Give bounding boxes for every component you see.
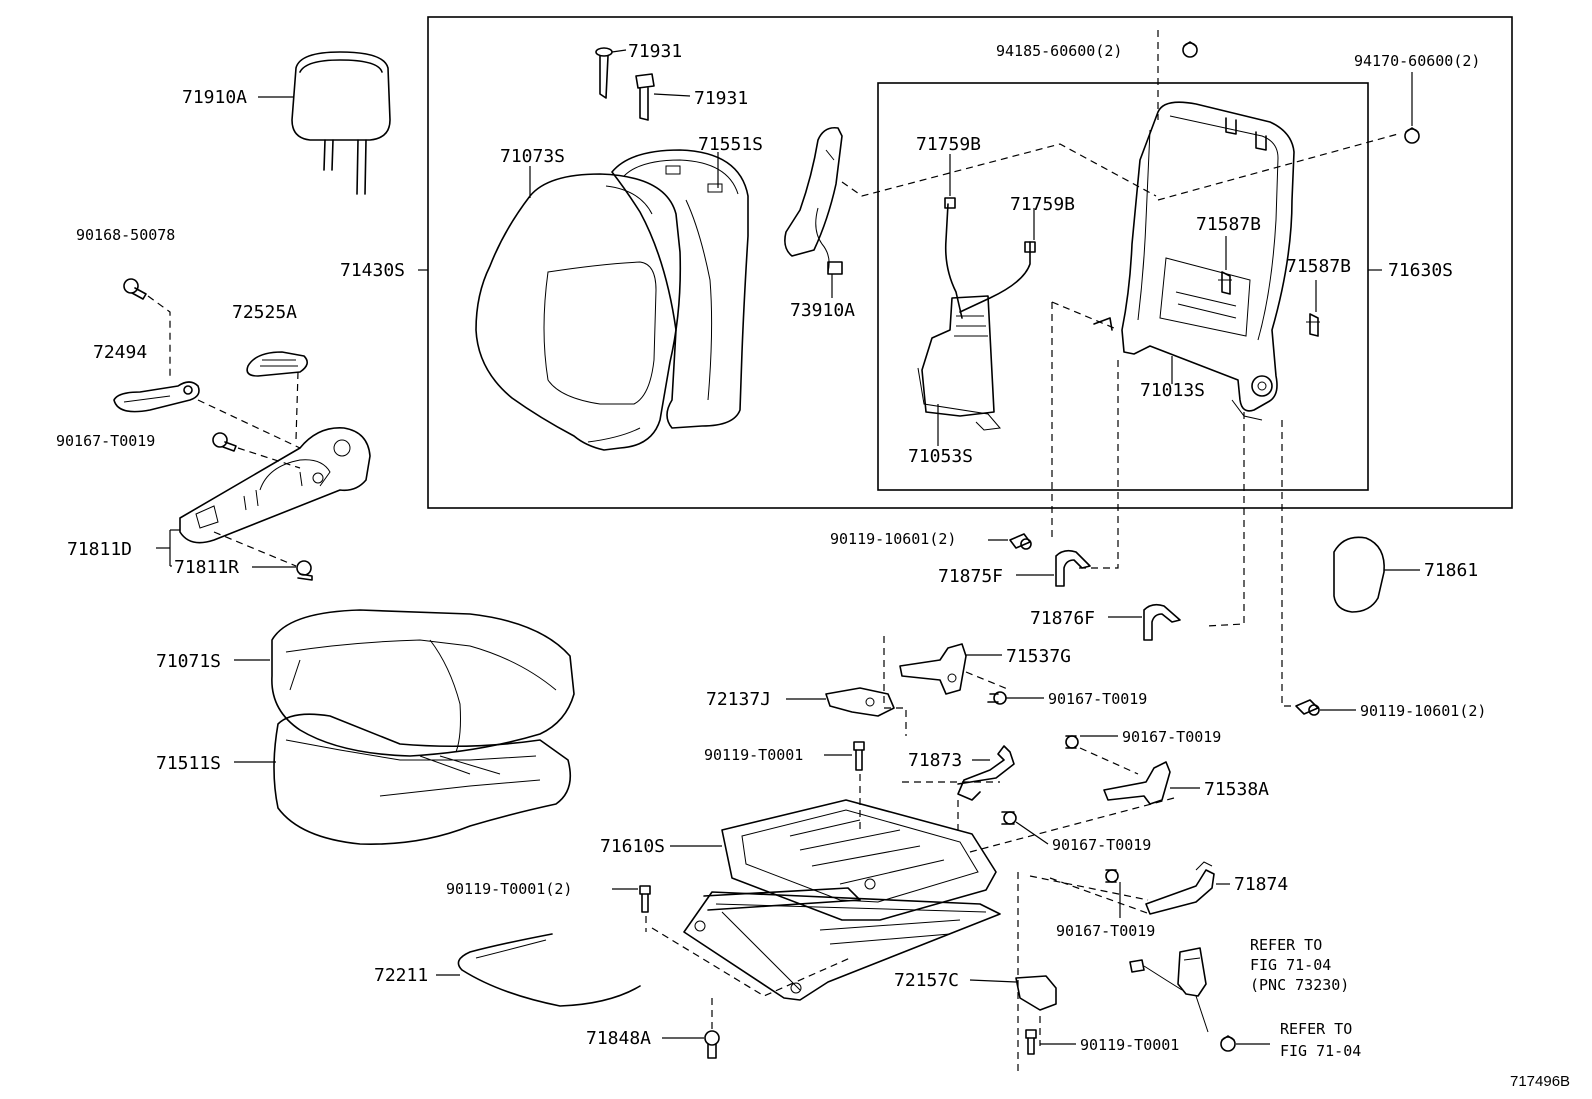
seat-pad-71511S-drawing: [273, 713, 572, 845]
bracket-71587B-a-drawing: [1218, 271, 1232, 295]
label-90167-T0019-d: 90167-T0019: [1052, 836, 1151, 854]
label-71013S: 71013S: [1140, 380, 1205, 401]
label-90167-T0019-b: 90167-T0019: [1048, 690, 1147, 708]
label-90167-T0019-c: 90167-T0019: [1122, 728, 1221, 746]
nut-94170-drawing: [1404, 127, 1420, 144]
bracket-71873-drawing: [957, 745, 1015, 801]
seatback-assembly-box: [427, 16, 1513, 509]
refer-note-2-line1: REFER TO: [1280, 1020, 1352, 1038]
screw-90167-left-drawing: [212, 432, 237, 452]
label-90168-50078: 90168-50078: [76, 226, 175, 244]
label-71538A: 71538A: [1204, 779, 1269, 800]
bolt-90119-T0001-b-drawing: [639, 885, 651, 913]
label-71053S: 71053S: [908, 446, 973, 467]
nut-refer-drawing: [1220, 1035, 1236, 1052]
label-72157C: 72157C: [894, 970, 959, 991]
label-71931-a: 71931: [628, 41, 682, 62]
screw-90167-b-drawing: [987, 691, 1007, 705]
label-71931-b: 71931: [694, 88, 748, 109]
bolt-90119-10601-b-drawing: [1295, 699, 1320, 716]
cover-71875F-drawing: [1055, 549, 1091, 587]
bolt-90119-T0001-c-drawing: [1025, 1029, 1037, 1055]
clip-71931-b-drawing: [635, 73, 655, 121]
label-90119-T0001-b: 90119-T0001(2): [446, 880, 572, 898]
label-94185-60600: 94185-60600(2): [996, 42, 1122, 60]
label-71873: 71873: [908, 750, 962, 771]
label-90119-10601-a: 90119-10601(2): [830, 530, 956, 548]
label-71759B-b: 71759B: [1010, 194, 1075, 215]
seat-cover-71071S-drawing: [271, 609, 575, 757]
seatback-frame-71013S-drawing: [1093, 101, 1295, 421]
cover-71876F-drawing: [1143, 603, 1181, 641]
clip-71931-a-drawing: [595, 47, 613, 99]
label-71511S: 71511S: [156, 753, 221, 774]
label-72211: 72211: [374, 965, 428, 986]
seat-track-71610S-drawing: [683, 799, 1001, 1001]
label-71073S: 71073S: [500, 146, 565, 167]
label-71551S: 71551S: [698, 134, 763, 155]
clip-71848A-drawing: [704, 1030, 720, 1059]
figure-id: 717496B: [1510, 1073, 1570, 1090]
refer-note-1-line3: (PNC 73230): [1250, 976, 1349, 994]
lumbar-support-71053S-drawing: [917, 197, 1036, 431]
lever-72494-drawing: [113, 381, 200, 413]
label-71071S: 71071S: [156, 651, 221, 672]
seatbelt-buckle-drawing: [1129, 947, 1209, 1033]
label-71537G: 71537G: [1006, 646, 1071, 667]
label-71811D: 71811D: [67, 539, 132, 560]
label-71811R: 71811R: [174, 557, 239, 578]
label-72525A: 72525A: [232, 302, 297, 323]
label-90167-T0019-e: 90167-T0019: [1056, 922, 1155, 940]
wire-72211-drawing: [457, 933, 641, 1007]
label-71587B-b: 71587B: [1286, 256, 1351, 277]
refer-note-1-line1: REFER TO: [1250, 936, 1322, 954]
seatback-cover-71073S-drawing: [475, 173, 682, 451]
label-90119-10601-b: 90119-10601(2): [1360, 702, 1486, 720]
bracket-71538A-drawing: [1103, 761, 1171, 805]
label-71587B-a: 71587B: [1196, 214, 1261, 235]
label-71610S: 71610S: [600, 836, 665, 857]
bolt-90119-T0001-a-drawing: [853, 741, 865, 771]
nut-94185-drawing: [1182, 41, 1198, 58]
label-71910A: 71910A: [182, 87, 247, 108]
cover-72525A-drawing: [246, 351, 308, 377]
label-90119-T0001-c: 90119-T0001: [1080, 1036, 1179, 1054]
bracket-72157C-drawing: [1015, 975, 1057, 1011]
refer-note-1-line2: FIG 71-04: [1250, 956, 1331, 974]
headrest-drawing: [291, 51, 391, 195]
bracket-71874-drawing: [1145, 861, 1215, 915]
screw-90168-drawing: [123, 278, 147, 300]
refer-note-2-line2: FIG 71-04: [1280, 1042, 1361, 1060]
seatback-pad-71551S-drawing: [611, 149, 749, 429]
clip-71811R-drawing: [296, 560, 313, 581]
label-72137J: 72137J: [706, 689, 771, 710]
bolt-90119-10601-a-drawing: [1009, 533, 1032, 550]
screw-90167-e-drawing: [1105, 869, 1119, 883]
label-72494: 72494: [93, 342, 147, 363]
bracket-72137J-drawing: [825, 687, 895, 717]
label-71848A: 71848A: [586, 1028, 651, 1049]
screw-90167-c-drawing: [1065, 735, 1079, 749]
label-73910A: 73910A: [790, 300, 855, 321]
label-71861: 71861: [1424, 560, 1478, 581]
label-71630S: 71630S: [1388, 260, 1453, 281]
label-71876F: 71876F: [1030, 608, 1095, 629]
label-90167-T0019-a: 90167-T0019: [56, 432, 155, 450]
bracket-71537G-drawing: [899, 643, 967, 695]
side-airbag-73910A-drawing: [784, 126, 843, 275]
label-71430S: 71430S: [340, 260, 405, 281]
label-71875F: 71875F: [938, 566, 1003, 587]
recliner-cover-71811D-drawing: [179, 427, 371, 544]
seatback-frame-box: [877, 82, 1369, 491]
cap-71861-drawing: [1333, 536, 1385, 613]
bracket-71587B-b-drawing: [1306, 313, 1320, 337]
screw-90167-d-drawing: [1001, 811, 1017, 825]
label-94170-60600: 94170-60600(2): [1354, 52, 1480, 70]
label-71759B-a: 71759B: [916, 134, 981, 155]
label-71874: 71874: [1234, 874, 1288, 895]
label-90119-T0001-a: 90119-T0001: [704, 746, 803, 764]
